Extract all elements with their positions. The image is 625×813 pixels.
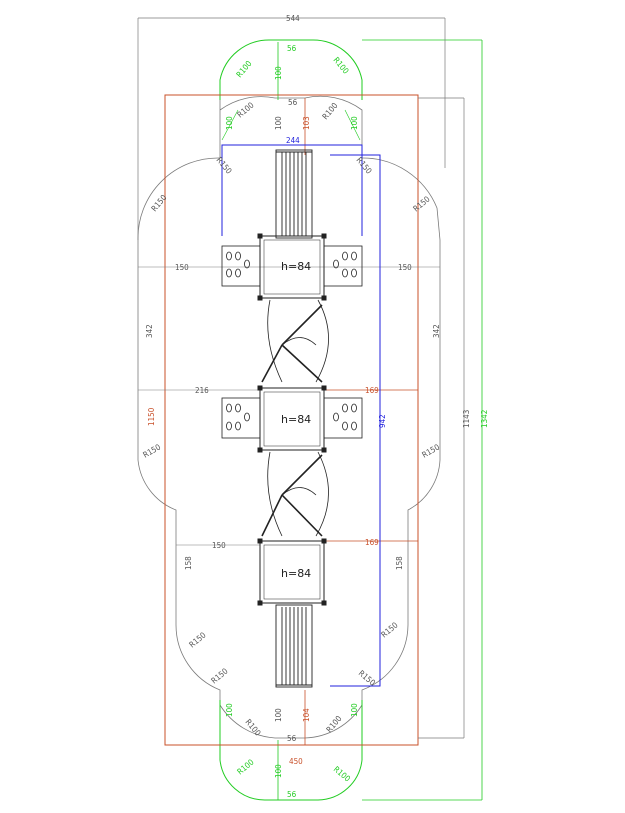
radius-r100-br: R100 (332, 765, 352, 784)
dim-offset-top: 169 (365, 386, 379, 395)
dim-green-left-bottom: 100 (225, 703, 234, 717)
dim-bottom-clearance: 100 (274, 708, 283, 722)
radius-r100-tl2: R100 (236, 100, 256, 119)
radius-r150-j: R150 (357, 669, 377, 688)
dim-side-left-upper: 342 (145, 324, 154, 338)
bridge-upper (261, 299, 329, 383)
radius-r100-tr2: R100 (321, 101, 340, 121)
dim-top-gap: 56 (287, 44, 297, 53)
dim-offset-bottom: 169 (365, 538, 379, 547)
radius-r100-bl: R100 (236, 757, 256, 776)
climber-panel-2-left (221, 397, 261, 439)
radius-r150-d: R150 (412, 194, 432, 213)
dim-platform1-left: 150 (175, 263, 189, 272)
dim-platform2-left: 216 (195, 386, 209, 395)
slide-top (275, 149, 313, 239)
dim-side-right-upper: 342 (432, 324, 441, 338)
dim-stair-width: 244 (286, 136, 300, 145)
bridge-lower (261, 451, 329, 537)
dim-green-left-top: 100 (225, 116, 234, 130)
dim-bottom-red: 104 (302, 708, 311, 722)
platform-1-label: h=84 (281, 260, 311, 273)
safety-zone (219, 39, 363, 100)
dim-bottom-gap2: 56 (287, 790, 297, 799)
footprint-rect (164, 94, 419, 746)
dim-top-width-label: 100 (274, 66, 283, 80)
dim-footprint-length: 1150 (147, 407, 156, 426)
radius-r150-f: R150 (421, 442, 442, 459)
dim-side-left-lower: 158 (184, 556, 193, 570)
outline-boundary (137, 95, 441, 739)
slide-bottom (275, 604, 313, 688)
radius-r100-bl2: R100 (243, 718, 262, 738)
radius-r100-br2: R100 (325, 714, 344, 734)
safety-inner-top-r (344, 109, 361, 141)
dim-overall-width: 544 (286, 14, 300, 23)
dim-bottom-gap: 56 (287, 734, 297, 743)
radius-r150-h: R150 (380, 620, 400, 639)
climber-panel-1-left (221, 245, 261, 287)
radius-r150-i: R150 (210, 666, 230, 685)
dim-top-red: 103 (302, 116, 311, 130)
climber-panel-1-right (323, 245, 363, 287)
platform-3 (257, 538, 327, 606)
dim-top-gap2: 56 (288, 98, 298, 107)
dim-top-clearance: 100 (274, 116, 283, 130)
radius-r150-c: R150 (150, 193, 169, 213)
radius-r150-a: R150 (214, 156, 233, 176)
dim-bottom-width-label: 100 (274, 764, 283, 778)
climber-panel-2-right (323, 397, 363, 439)
radius-r100-tr: R100 (331, 56, 350, 76)
stair-width-top (221, 144, 363, 236)
radius-r150-e: R150 (142, 442, 163, 459)
dim-side-right-lower: 158 (395, 556, 404, 570)
dim-green-right-bottom: 100 (350, 703, 359, 717)
platform-3-label: h=84 (281, 567, 311, 580)
safety-inner-top (221, 109, 239, 141)
dim-bottom-footprint: 450 (289, 757, 303, 766)
dim-safety-length: 1342 (480, 410, 489, 428)
dim-stair-span: 942 (378, 414, 387, 428)
dim-green-right-top: 100 (350, 116, 359, 130)
radius-r100-tl: R100 (235, 59, 254, 79)
radius-r150-g: R150 (188, 630, 208, 649)
dim-outline-length: 1143 (462, 410, 471, 428)
platform-2-label: h=84 (281, 413, 311, 426)
dim-platform3-left: 150 (212, 541, 226, 550)
safety-zone-bottom (219, 700, 363, 801)
stair-width-bottom (330, 154, 381, 687)
dim-platform1-right: 150 (398, 263, 412, 272)
